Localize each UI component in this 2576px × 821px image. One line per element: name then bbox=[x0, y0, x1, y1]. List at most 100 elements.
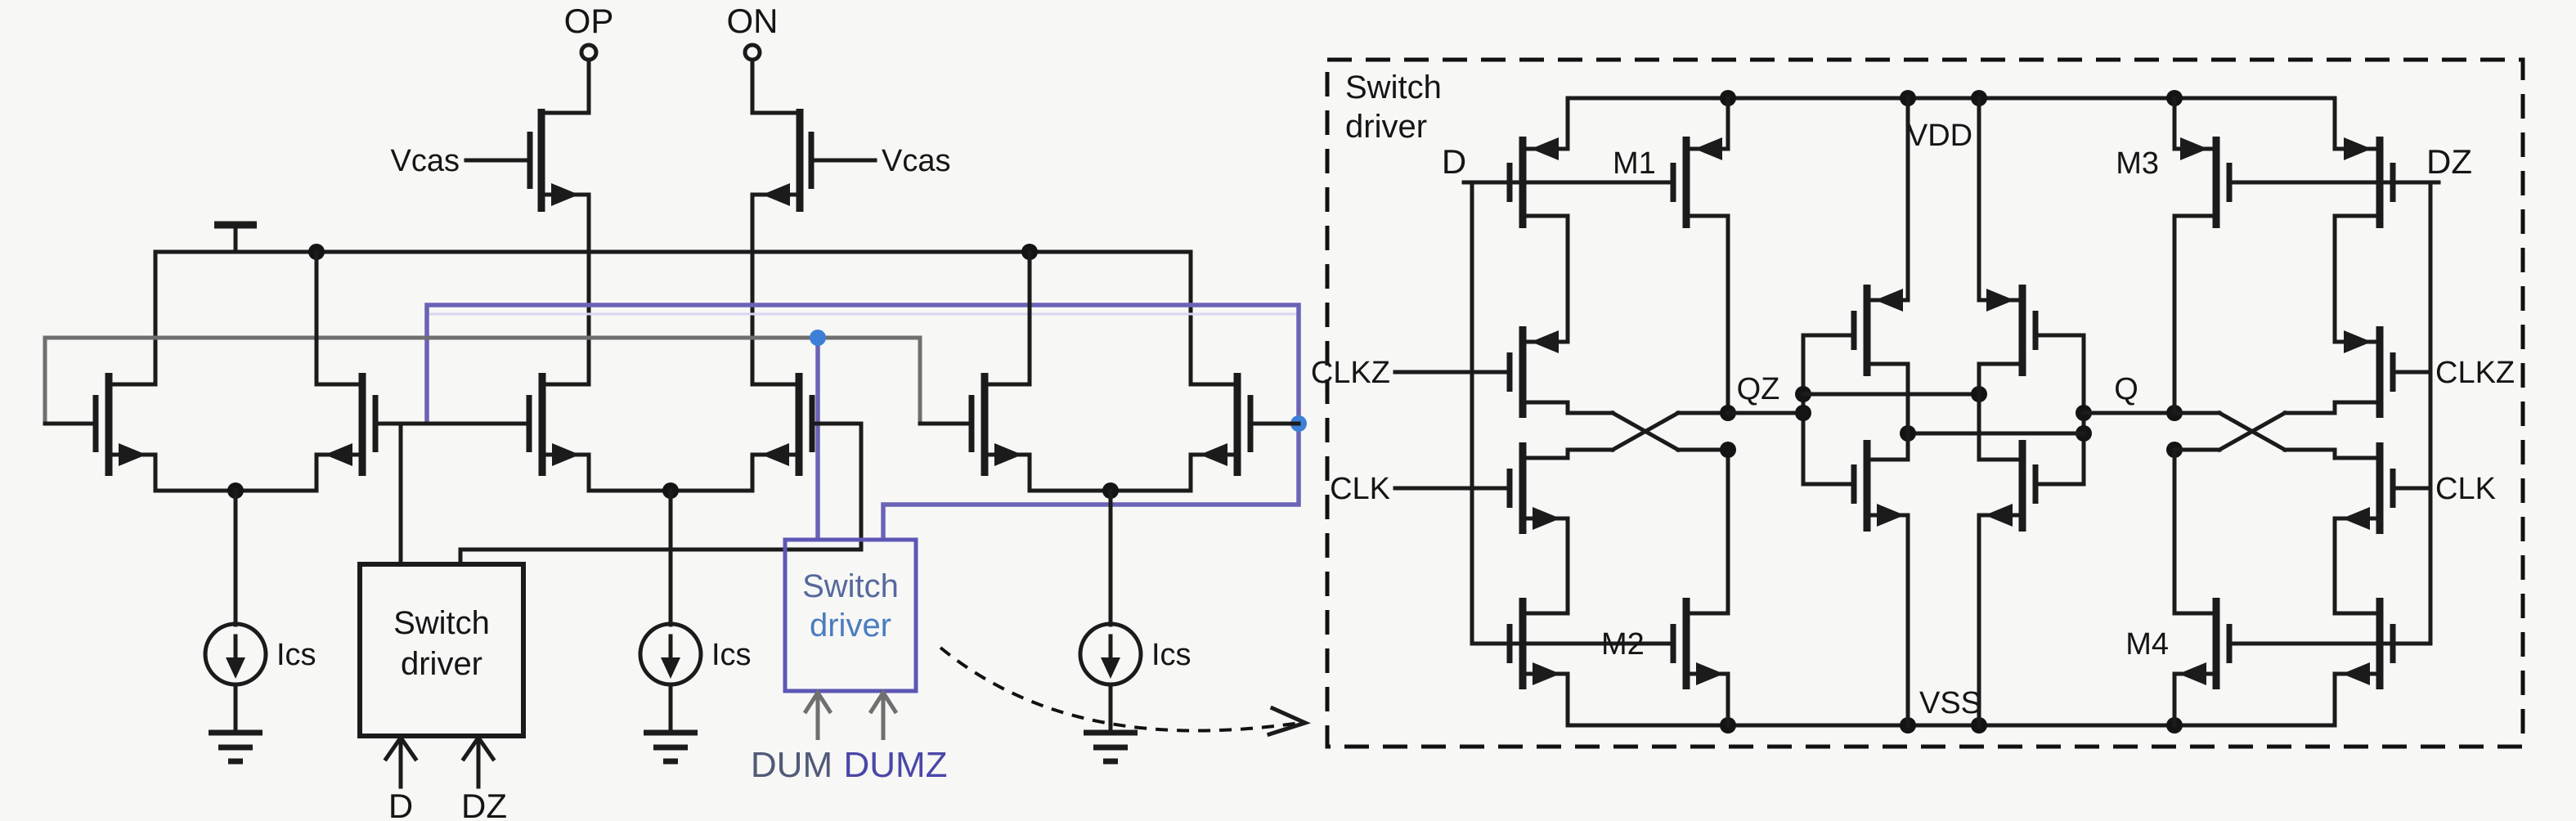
transistor-clkz-left: CLKZ bbox=[1311, 326, 1570, 418]
transistor-clk-left: CLK bbox=[1330, 442, 1570, 616]
vdd-rail: VDD bbox=[1565, 90, 2337, 153]
dz-input-label: DZ bbox=[461, 787, 507, 821]
input-arrow-dumz bbox=[868, 689, 899, 740]
latch-nmos-right bbox=[1977, 440, 2086, 728]
latch-nmos-left bbox=[1801, 440, 1910, 728]
purple-net bbox=[424, 303, 1307, 540]
ground-icon bbox=[644, 729, 698, 765]
drain-bus bbox=[153, 221, 1193, 387]
vdd-label: VDD bbox=[1907, 119, 1972, 153]
op-terminal: OP bbox=[564, 2, 614, 115]
nmos-arrow-icon bbox=[1533, 507, 1560, 530]
m3-label: M3 bbox=[2116, 146, 2159, 181]
clk-left-label: CLK bbox=[1330, 472, 1390, 506]
d-input-label: D bbox=[388, 787, 413, 821]
clk-right-label: CLK bbox=[2435, 472, 2496, 506]
nmos-arrow-icon bbox=[761, 443, 789, 466]
dz-label: DZ bbox=[2426, 142, 2472, 181]
nmos-arrow-icon bbox=[762, 183, 790, 206]
current-arrow-icon bbox=[226, 657, 245, 679]
on-label: ON bbox=[727, 2, 779, 40]
transistor-m4: M4 bbox=[2125, 447, 2233, 728]
crossover-x-right bbox=[2166, 405, 2337, 458]
nmos-arrow-icon bbox=[1985, 504, 2013, 527]
op-label: OP bbox=[564, 2, 614, 40]
qz-label: QZ bbox=[1737, 372, 1780, 406]
clkz-right-label: CLKZ bbox=[2435, 356, 2515, 390]
pmos-arrow-icon bbox=[2180, 137, 2208, 160]
detail-title-line2: driver bbox=[1345, 109, 1427, 145]
vcas-right-label: Vcas bbox=[882, 144, 950, 178]
nmos-arrow-icon bbox=[2342, 507, 2370, 530]
arrow-up-icon bbox=[868, 689, 899, 715]
pmos-arrow-icon bbox=[1531, 137, 1559, 160]
transistor-clkz-right: CLKZ bbox=[2332, 326, 2515, 418]
pair3-right-transistor bbox=[1188, 373, 1301, 476]
driver1-title-line1: Switch bbox=[393, 605, 490, 641]
transistor-m3: M3 bbox=[2116, 96, 2233, 415]
driver2-title-line2: driver bbox=[810, 608, 891, 644]
pmos-arrow-icon bbox=[1531, 330, 1559, 353]
ics2-label: Ics bbox=[711, 638, 752, 672]
pmos-arrow-icon bbox=[2344, 137, 2372, 160]
cascode-left-transistor: Vcas bbox=[391, 109, 591, 212]
on-terminal: ON bbox=[727, 2, 779, 115]
dashed-callout-arrow bbox=[939, 646, 1311, 738]
clkz-left-label: CLKZ bbox=[1311, 356, 1390, 390]
diff-pair-2 bbox=[398, 373, 864, 627]
transistor-dz-right: DZ bbox=[2227, 96, 2472, 646]
nmos-arrow-icon bbox=[325, 443, 352, 466]
pair3-left-transistor bbox=[918, 373, 1032, 476]
transistor-d-left: D bbox=[1442, 96, 1676, 646]
nmos-arrow-icon bbox=[1533, 662, 1560, 685]
input-arrow-dum bbox=[802, 689, 833, 740]
pair1-left-transistor bbox=[43, 373, 158, 476]
current-arrow-icon bbox=[1101, 657, 1120, 679]
detail-title-line1: Switch bbox=[1345, 70, 1442, 105]
nmos-arrow-icon bbox=[119, 443, 146, 466]
latch-pmos-left bbox=[1801, 96, 1910, 376]
current-source-1: Ics bbox=[203, 621, 316, 765]
transistor-dzline-right bbox=[2227, 598, 2433, 728]
current-arrow-icon bbox=[661, 657, 680, 679]
crossover-x-left bbox=[1565, 405, 1736, 458]
dashed-border bbox=[1325, 57, 2525, 749]
nmos-arrow-icon bbox=[1877, 504, 1905, 527]
latch-cross-coupled bbox=[1795, 96, 2092, 728]
d-label: D bbox=[1442, 142, 1466, 181]
transistor-dline-left bbox=[1470, 598, 1676, 728]
driver1-title-line2: driver bbox=[401, 646, 482, 682]
input-arrow-d bbox=[383, 734, 419, 789]
arrow-up-icon bbox=[802, 689, 833, 715]
nmos-arrow-icon bbox=[2179, 662, 2206, 685]
gray-junction-dot bbox=[810, 330, 826, 346]
nmos-arrow-icon bbox=[552, 443, 580, 466]
ground-icon bbox=[1084, 729, 1138, 765]
pmos-arrow-icon bbox=[1694, 137, 1722, 160]
gray-net bbox=[43, 330, 922, 540]
dum-input-label: DUM bbox=[751, 745, 832, 785]
arrow-up-icon bbox=[460, 734, 496, 762]
pmos-arrow-icon bbox=[1875, 289, 1903, 312]
m4-label: M4 bbox=[2125, 627, 2169, 662]
ics3-label: Ics bbox=[1151, 638, 1192, 672]
op-terminal-icon bbox=[579, 43, 599, 62]
pmos-arrow-icon bbox=[1986, 289, 2014, 312]
nmos-arrow-icon bbox=[2342, 662, 2370, 685]
m2-label: M2 bbox=[1601, 627, 1645, 662]
dumz-input-label: DUMZ bbox=[843, 745, 947, 785]
ics1-label: Ics bbox=[276, 638, 316, 672]
current-source-2: Ics bbox=[638, 621, 752, 765]
nmos-arrow-icon bbox=[1696, 662, 1724, 685]
transistor-m1: M1 bbox=[1613, 96, 1730, 415]
pmos-arrow-icon bbox=[2344, 330, 2372, 353]
switch-driver-box-1: Switch driver D DZ bbox=[357, 562, 526, 821]
detail-box: Switch driver VDD VSS D bbox=[1311, 57, 2525, 749]
m1-label: M1 bbox=[1613, 146, 1656, 181]
transistor-m2: M2 bbox=[1601, 447, 1730, 728]
ground-icon bbox=[209, 729, 263, 765]
diff-pair-3 bbox=[918, 249, 1301, 627]
switch-driver-box-2: Switch driver DUM DUMZ bbox=[751, 537, 948, 785]
